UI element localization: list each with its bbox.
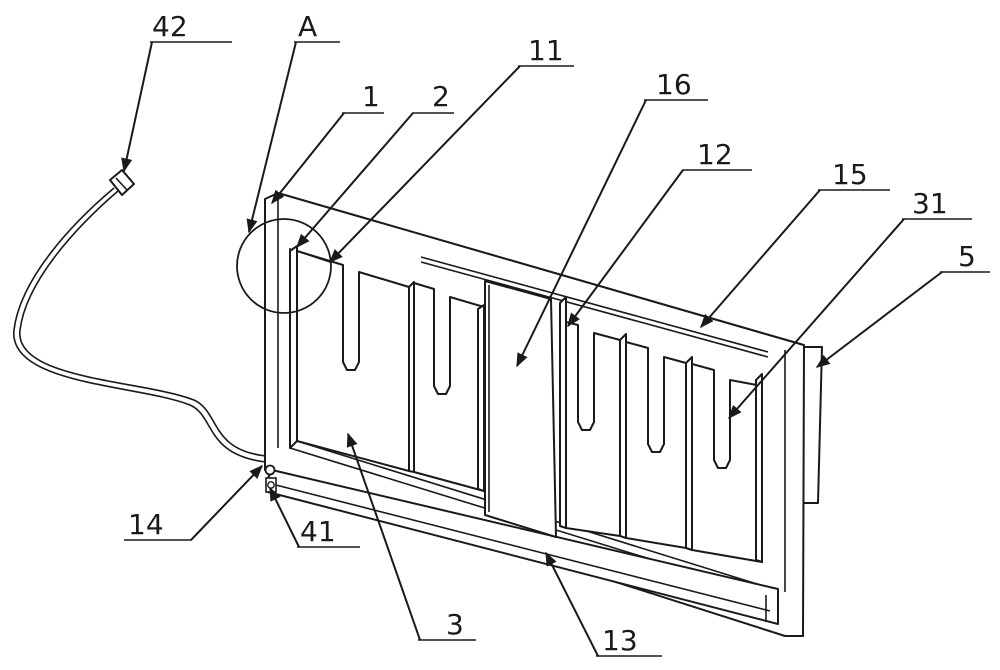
svg-text:31: 31	[912, 187, 948, 220]
top-slot	[420, 261, 769, 358]
label-15: 15	[818, 158, 890, 191]
svg-text:41: 41	[300, 515, 336, 548]
leader-41	[269, 486, 300, 548]
slider-block	[484, 280, 557, 538]
label-a: A	[294, 10, 340, 43]
reference-labels: 42 A 1 2 11 16 12 15	[124, 10, 990, 657]
svg-text:16: 16	[656, 68, 692, 101]
svg-text:3: 3	[446, 608, 464, 641]
leader-31	[728, 218, 905, 420]
leader-15	[700, 189, 821, 329]
label-3: 3	[418, 608, 476, 641]
label-13: 13	[596, 624, 662, 657]
svg-text:15: 15	[832, 158, 868, 191]
leader-11	[329, 65, 521, 264]
leader-12	[567, 169, 684, 328]
label-5: 5	[940, 240, 990, 273]
svg-text:42: 42	[152, 10, 188, 43]
label-1: 1	[342, 80, 384, 114]
svg-text:2: 2	[432, 80, 450, 113]
svg-text:5: 5	[958, 240, 976, 273]
power-cable	[13, 187, 267, 463]
left-dividers	[296, 250, 485, 492]
svg-text:1: 1	[362, 80, 380, 113]
switch-button	[264, 464, 276, 476]
plug-connector	[109, 169, 135, 196]
label-16: 16	[644, 68, 708, 101]
leader-1	[271, 112, 345, 205]
end-post	[289, 245, 298, 449]
label-11: 11	[518, 34, 574, 67]
leader-2	[296, 112, 414, 249]
label-12: 12	[682, 138, 752, 171]
leader-42	[121, 41, 153, 173]
label-2: 2	[412, 80, 454, 114]
svg-text:13: 13	[602, 624, 638, 657]
svg-text:14: 14	[128, 508, 164, 541]
svg-text:12: 12	[697, 138, 733, 171]
leader-5	[815, 271, 943, 368]
leader-14	[190, 464, 263, 541]
leader-lines	[121, 41, 943, 657]
leader-3	[346, 432, 421, 641]
leader-a	[246, 41, 297, 234]
label-41: 41	[297, 515, 360, 548]
leader-13	[545, 551, 599, 657]
leader-16	[516, 99, 647, 368]
svg-text:A: A	[298, 10, 317, 43]
detail-circle-a	[236, 218, 332, 314]
svg-text:11: 11	[528, 34, 564, 67]
right-dividers	[559, 296, 763, 563]
label-14: 14	[124, 508, 192, 541]
label-31: 31	[902, 187, 972, 220]
label-42: 42	[150, 10, 232, 43]
